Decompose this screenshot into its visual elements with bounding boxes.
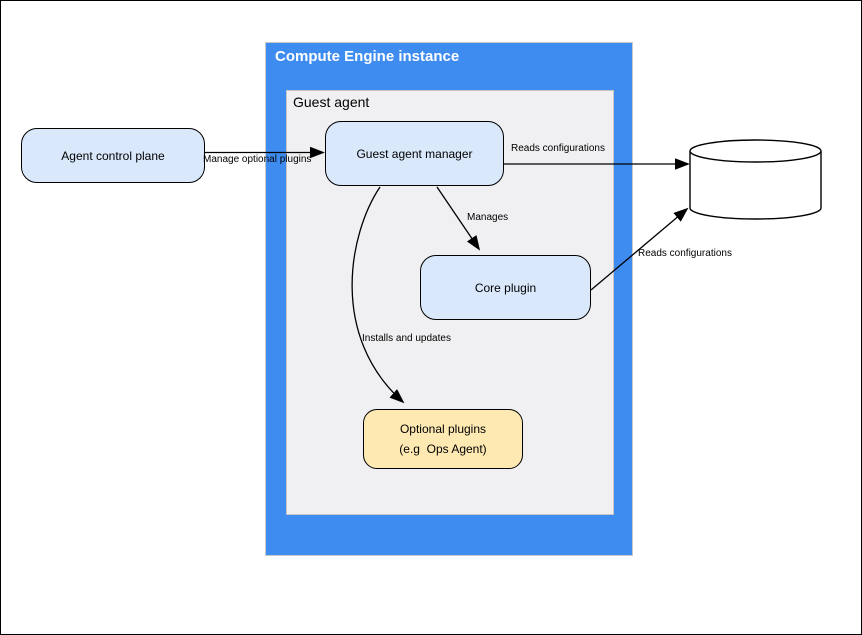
node-agent-control-plane: Agent control plane xyxy=(21,128,205,183)
metadata-server-label: Metadata server xyxy=(712,173,799,187)
edge-label-manage-optional-plugins: Manage optional plugins xyxy=(203,154,312,165)
optional-plugins-label-line1: Optional plugins xyxy=(399,422,487,436)
edge-label-installs-and-updates: Installs and updates xyxy=(362,333,451,344)
core-plugin-label: Core plugin xyxy=(474,280,537,295)
optional-plugins-label-line2: (e.g Ops Agent) xyxy=(399,442,487,456)
edge-label-manager-reads-configurations: Reads configurations xyxy=(511,143,605,154)
edge-label-manages: Manages xyxy=(467,212,509,223)
node-guest-agent-manager: Guest agent manager xyxy=(325,121,504,186)
compute-engine-instance-title: Compute Engine instance xyxy=(275,48,460,65)
agent-control-plane-label: Agent control plane xyxy=(61,148,165,163)
guest-agent-title: Guest agent xyxy=(293,94,370,110)
node-core-plugin: Core plugin xyxy=(420,255,591,320)
edge-label-core-reads-configurations: Reads configurations xyxy=(638,248,732,259)
guest-agent-manager-label: Guest agent manager xyxy=(356,146,473,161)
node-optional-plugins: Optional plugins (e.g Ops Agent) xyxy=(363,409,523,469)
